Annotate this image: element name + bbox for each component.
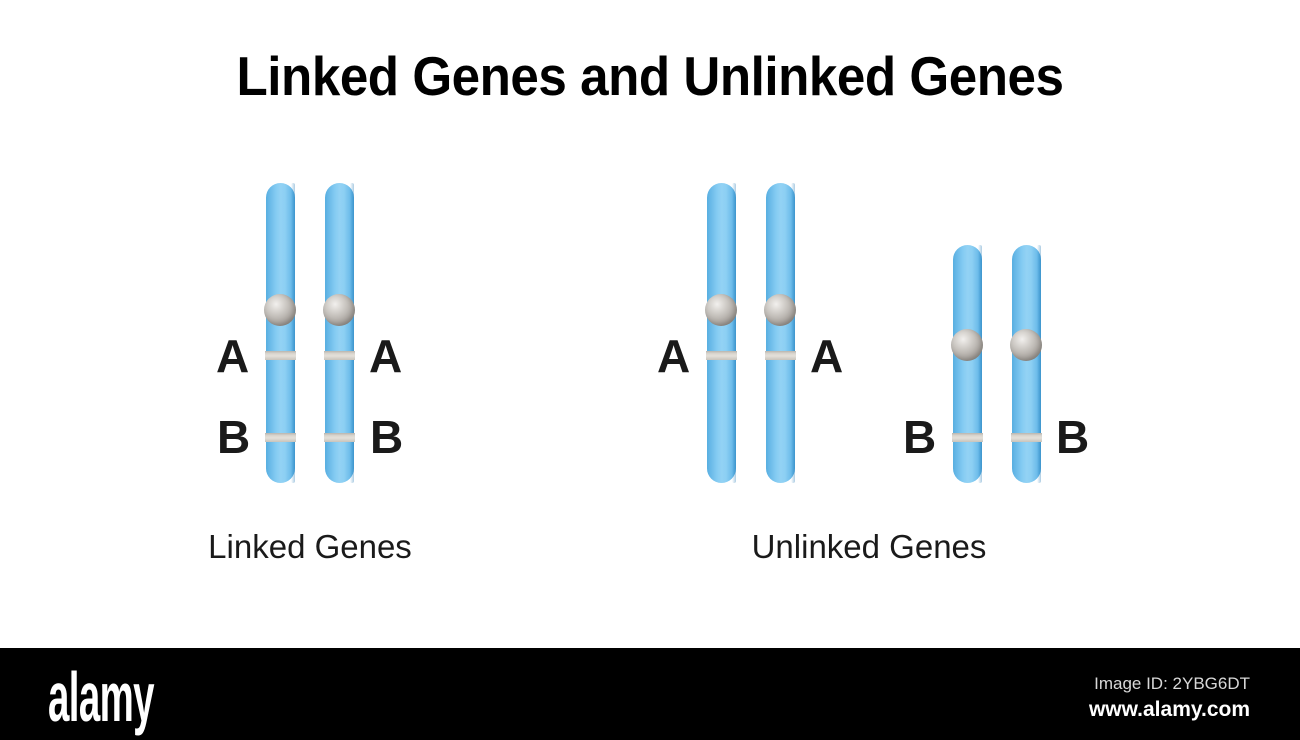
gene-band-a: [765, 351, 796, 360]
centromere-icon: [264, 294, 296, 326]
allele-label-a-right: A: [810, 330, 844, 382]
chromosome-arm-top: [766, 183, 795, 311]
allele-label-b-left: B: [217, 411, 251, 463]
gene-band-b: [265, 433, 296, 442]
chromosome-arm-top: [1012, 245, 1041, 345]
centromere-icon: [705, 294, 737, 326]
allele-label-a-right: A: [369, 330, 403, 382]
gene-band-a: [265, 351, 296, 360]
alamy-url-text: www.alamy.com: [1088, 698, 1250, 721]
chromosome-arm-bottom: [266, 311, 295, 483]
chromosome-arm-bottom: [1012, 345, 1041, 483]
allele-label-b-left: B: [903, 411, 937, 463]
chromosome-arm-top: [325, 183, 354, 311]
chromosome-arm-top: [707, 183, 736, 311]
chromosome-arm-top: [953, 245, 982, 345]
caption-unlinked-genes: Unlinked Genes: [751, 528, 987, 565]
diagram-canvas: A A B B Linked Genes A A: [208, 183, 1090, 565]
centromere-icon: [951, 329, 983, 361]
caption-linked-genes: Linked Genes: [208, 528, 412, 565]
page-title: Linked Genes and Unlinked Genes: [236, 45, 1064, 107]
centromere-icon: [764, 294, 796, 326]
gene-band-a: [706, 351, 737, 360]
footer-meta: Image ID: 2YBG6DT www.alamy.com: [1089, 672, 1250, 723]
image-id-text: Image ID: 2YBG6DT: [1094, 674, 1250, 693]
chromosome-arm-bottom: [766, 311, 795, 483]
centromere-icon: [1010, 329, 1042, 361]
allele-label-b-right: B: [370, 411, 404, 463]
allele-label-b-right: B: [1056, 411, 1090, 463]
allele-label-a-left: A: [216, 330, 250, 382]
gene-band-b: [324, 433, 355, 442]
allele-label-a-left: A: [657, 330, 691, 382]
chromosome-arm-top: [266, 183, 295, 311]
gene-band-a: [324, 351, 355, 360]
chromosome-arm-bottom: [325, 311, 354, 483]
gene-band-b: [1011, 433, 1042, 442]
chromosome-arm-bottom: [953, 345, 982, 483]
centromere-icon: [323, 294, 355, 326]
watermark-footer: alamy Image ID: 2YBG6DT www.alamy.com: [0, 648, 1300, 740]
chromosome-arm-bottom: [707, 311, 736, 483]
gene-band-b: [952, 433, 983, 442]
alamy-logo: alamy: [48, 659, 155, 737]
